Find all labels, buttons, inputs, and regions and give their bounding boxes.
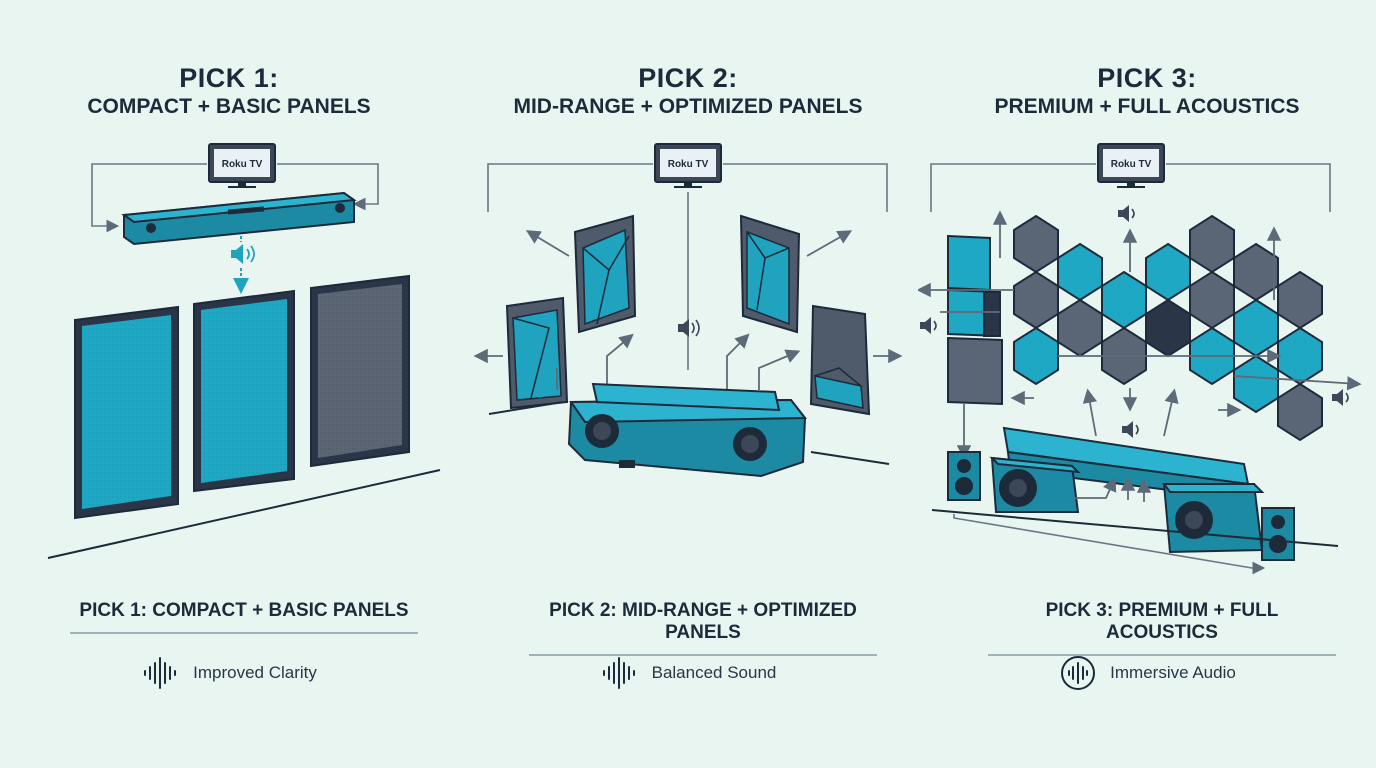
waveform-icon <box>144 657 177 689</box>
acoustic-panel-3 <box>310 274 410 468</box>
pick-2-column: PICK 2: MID-RANGE + OPTIMIZED PANELS Rok… <box>459 0 917 768</box>
roku-tv: Roku TV <box>208 143 276 188</box>
pick-3-benefit-label: Immersive Audio <box>1110 663 1236 682</box>
pick-2-benefit: Balanced Sound <box>459 655 917 691</box>
angled-panel-right-front <box>739 214 801 334</box>
soundbar-system <box>567 382 808 478</box>
sound-icon <box>678 319 700 337</box>
pick-3-heading: PICK 3: <box>1097 63 1197 93</box>
angled-panel-left-side <box>505 296 569 410</box>
roku-tv: Roku TV <box>1097 143 1165 188</box>
roku-tv: Roku TV <box>654 143 722 188</box>
pick-1-heading: PICK 1: <box>179 63 279 93</box>
pick-2-subheading: MID-RANGE + OPTIMIZED PANELS <box>513 95 863 118</box>
pick-1-column: PICK 1: COMPACT + BASIC PANELS <box>0 0 458 768</box>
pick-1-subheading: COMPACT + BASIC PANELS <box>87 95 371 118</box>
soundbar <box>121 191 357 246</box>
pick-2-heading: PICK 2: <box>638 63 738 93</box>
tv-label: Roku TV <box>1111 159 1152 170</box>
waveform-icon <box>602 657 635 689</box>
pick-3-column: PICK 3: PREMIUM + FULL ACOUSTICS Roku TV <box>918 0 1376 768</box>
sound-icon <box>920 205 1349 438</box>
pick-1-caption: PICK 1: COMPACT + BASIC PANELS <box>70 600 418 634</box>
pick-2-caption: PICK 2: MID-RANGE + OPTIMIZED PANELS <box>529 600 877 656</box>
circled-waveform-icon <box>1061 656 1096 690</box>
pick-2-illustration: Roku TV <box>473 143 903 478</box>
tv-label: Roku TV <box>222 159 263 170</box>
acoustic-panel-1 <box>74 305 179 520</box>
sound-icon <box>231 244 255 264</box>
pick-3-caption: PICK 3: PREMIUM + FULL ACOUSTICS <box>988 600 1336 656</box>
pick-3-subheading: PREMIUM + FULL ACOUSTICS <box>994 95 1300 118</box>
premium-speaker-system <box>947 426 1295 561</box>
pick-3-illustration: Roku TV <box>918 143 1362 575</box>
pick-3-benefit: Immersive Audio <box>918 655 1376 691</box>
pick-1-illustration: Roku TV <box>47 143 441 559</box>
angled-panel-right-side <box>809 304 871 416</box>
tv-label: Roku TV <box>668 159 709 170</box>
pick-1-benefit: Improved Clarity <box>0 655 458 691</box>
acoustic-panel-2 <box>193 289 295 493</box>
angled-panel-left-front <box>573 214 637 334</box>
pick-1-benefit-label: Improved Clarity <box>193 663 317 682</box>
hexagon-acoustic-wall <box>1013 214 1323 442</box>
side-panels <box>947 234 1003 406</box>
pick-2-benefit-label: Balanced Sound <box>651 663 777 682</box>
